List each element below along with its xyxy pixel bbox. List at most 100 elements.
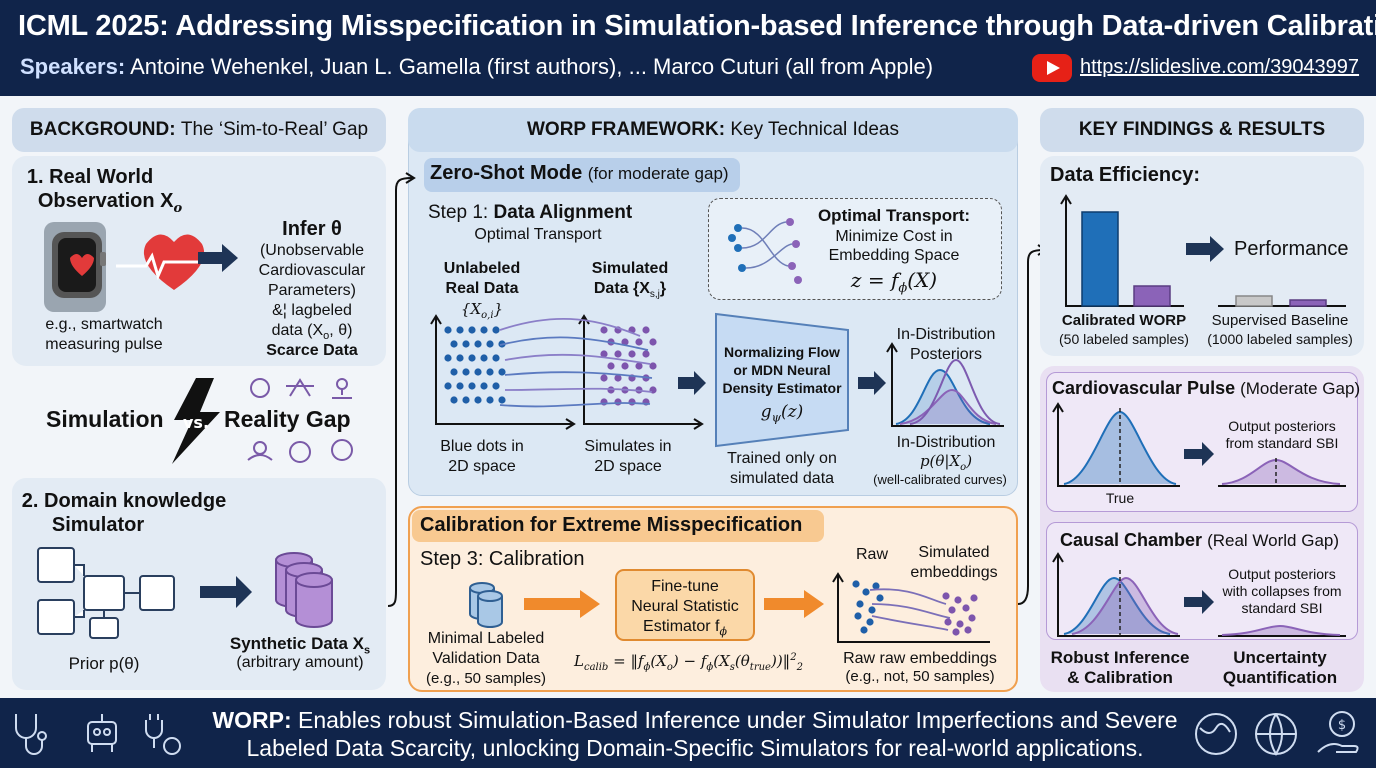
purpleDots-dot-17 [614,374,622,382]
hand-dollar-icon [1317,711,1359,753]
raw-label: Raw [855,546,889,563]
ot-equation: z = fϕ(X) [850,268,938,296]
simulates-2: 2D space [594,458,662,475]
blueDots-dot-8 [486,340,494,348]
blueDots-dot-23 [480,382,488,390]
speakers-line: Speakers: Antoine Wehenkel, Juan L. Game… [20,54,933,80]
infer-theta: Infer θ [282,218,342,240]
rawDots-dot-0 [852,580,860,588]
example-line-2: measuring pulse [45,336,163,353]
blueDots-dot-28 [486,396,494,404]
stethoscope-icon [15,714,47,755]
brain-icon [289,441,311,463]
simDots-dot-7 [952,628,960,636]
infer-line-1: (Unobservable [259,242,365,259]
simDots-dot-8 [964,626,972,634]
minimal-2: Validation Data [432,650,540,667]
supervised-n: (1000 labeled samples) [1207,331,1353,347]
simDots-dot-3 [962,604,970,612]
loss-equation: Lcalib = ‖fϕ(Xo) − fϕ(Xs(θtrue))‖22 [574,652,803,673]
unlabeled-1: Unlabeled [443,260,521,277]
purpleDots-dot-6 [635,338,643,346]
footer-line-2: Labeled Data Scarcity, unlocking Domain-… [246,735,1144,761]
zero-shot-pill: Zero-Shot Mode (for moderate gap) [424,158,740,192]
purpleDots-dot-8 [600,350,608,358]
nf-line-3: Density Estimator [722,380,842,396]
scarce-data: Scarce Data [266,342,358,359]
prior-label: Prior p(θ) [68,654,140,673]
purpleDots-dot-12 [607,362,615,370]
blueDots-dot-18 [486,368,494,376]
infer-line-5: data (Xo, θ) [271,322,353,343]
real-world-heading: 1. Real World [26,166,154,188]
output-2a: Output posteriors [1228,566,1336,582]
plug-gear-icon [145,714,181,755]
background-title-rest: The ‘Sim-to-Real’ Gap [180,119,369,140]
rawDots-dot-2 [856,600,864,608]
header-banner: ICML 2025: Addressing Misspecification i… [0,0,1376,96]
purpleDots-dot-15 [649,362,657,370]
simDots-dot-6 [968,614,976,622]
arbitrary-label: (arbitrary amount) [236,654,364,671]
well-calibrated: (well-calibrated curves) [873,472,1007,487]
causal-posterior-curve-2 [1071,576,1179,635]
database-icon [275,552,333,628]
svg-text:$: $ [1338,718,1346,733]
trained-1: Trained only on [727,450,837,467]
blueDots-dot-11 [456,354,464,362]
indist-equation: p(θ|Xo) [919,452,973,473]
purpleDots-dot-5 [621,338,629,346]
step3-heading: Step 3: Calibration [420,548,585,570]
worp-title-bold: WORP FRAMEWORK: [526,119,726,140]
simulated-1: Simulated [591,260,669,277]
rawDots-dot-1 [862,588,870,596]
raw-embedding-dots [852,580,884,634]
purpleDots-dot-7 [649,338,657,346]
nf-line-1: Normalizing Flow [724,344,840,360]
simulated-2: Data {Xs,j} [593,280,667,301]
simulates-1: Simulates in [584,438,672,455]
speakers-label: Speakers: [20,54,126,79]
simDots-dot-4 [944,618,952,626]
blueDots-dot-24 [492,382,500,390]
blueDots-dot-29 [498,396,506,404]
footer-bold: WORP: [212,707,292,733]
purpleDots-dot-9 [614,350,622,358]
worp-title-rest: Key Technical Ideas [730,119,899,140]
worp-title: WORP FRAMEWORK: Key Technical Ideas [408,108,1018,152]
simDots-dot-1 [954,596,962,604]
blueDots-dot-12 [468,354,476,362]
step1-heading: Step 1: Data Alignment [428,202,633,223]
robust-2: & Calibration [1067,668,1173,687]
stethoscope-icon [250,378,270,398]
blueDots-dot-13 [480,354,488,362]
blueDots-dot-16 [462,368,470,376]
youtube-icon[interactable] [1032,54,1072,82]
cardio-heading: Cardiovascular Pulse (Moderate Gap) [1052,378,1361,398]
rawDots-dot-7 [872,582,880,590]
heart-pulse-icon [116,234,205,290]
talk-link[interactable]: https://slideslive.com/39043997 [1080,56,1360,78]
simulated-data-dots [600,326,657,406]
zero-shot-bold: Zero-Shot Mode [430,162,583,184]
uncert-2: Quantification [1222,668,1338,687]
indist-1: In-Distribution [896,326,996,343]
finetune-1: Fine-tune [651,578,719,595]
uncert-1: Uncertainty [1233,648,1327,667]
blueDots-dot-26 [462,396,470,404]
simulated-embedding-dots [942,592,978,636]
synthetic-label: Synthetic Data Xs [229,634,371,657]
finetune-3: Estimator fϕ [643,618,727,639]
blueDots-dot-21 [456,382,464,390]
finetune-2: Neural Statistic [631,598,739,615]
gap-reality: Reality Gap [224,406,351,432]
calibrated-worp-small-bar [1133,285,1171,307]
globe-icon [1255,713,1297,756]
indist-2: Posteriors [909,346,983,363]
calibrated-label: Calibrated WORP [1061,312,1187,329]
rawDots-dot-6 [876,594,884,602]
